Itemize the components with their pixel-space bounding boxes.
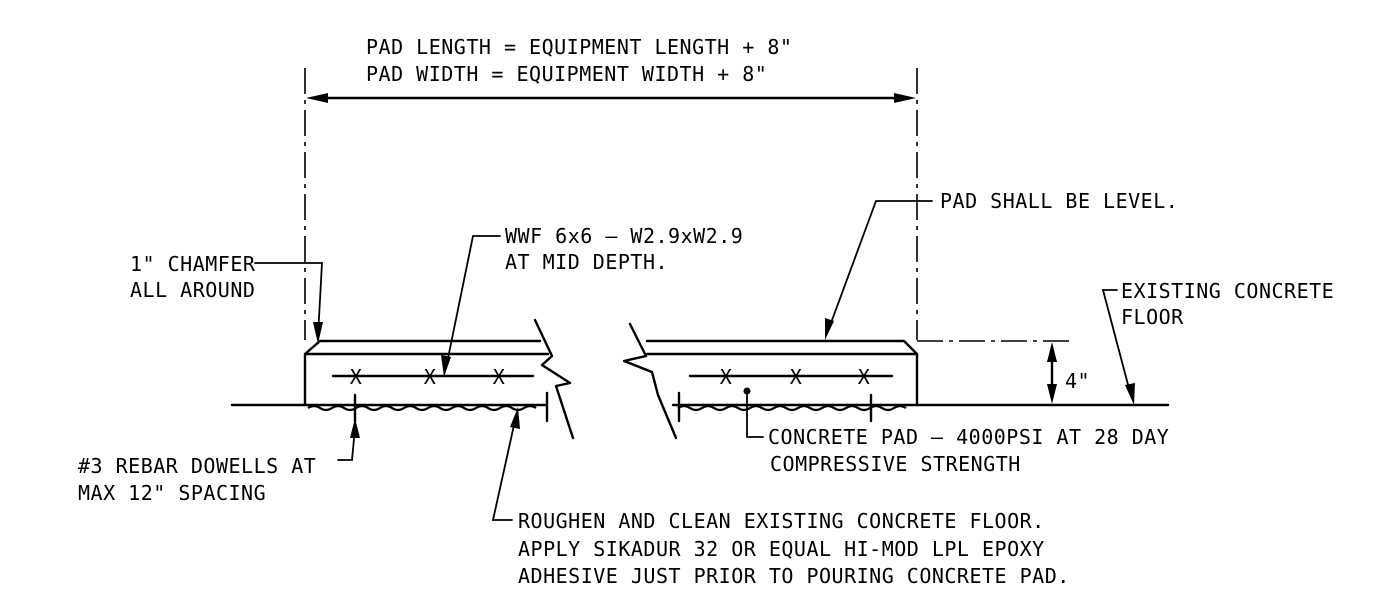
pad-level-note: PAD SHALL BE LEVEL. [940,189,1178,213]
concrete-note-line2: COMPRESSIVE STRENGTH [770,452,1021,476]
wwf-leader [445,235,501,369]
chamfer-leader [254,262,323,337]
pad-level-arrow [825,318,834,340]
roughen-note-line2: APPLY SIKADUR 32 OR EQUAL HI-MOD LPL EPO… [518,537,1045,561]
pad-right-outline [645,339,919,407]
existing-floor-note-line1: EXISTING CONCRETE [1121,279,1334,303]
roughen-leader [491,415,517,521]
rough-interface-right [677,404,907,412]
wwf-note-line2: AT MID DEPTH. [505,250,668,274]
wire-mark-6: X [858,365,871,389]
pad-length-note: PAD LENGTH = EQUIPMENT LENGTH + 8" [366,35,792,59]
existing-floor-arrow [1125,383,1135,405]
concrete-pad-marker [743,387,751,395]
chamfer-note-line1: 1" CHAMFER [130,252,256,276]
rebar-note-line1: #3 REBAR DOWELLS AT [78,454,316,478]
pad-left-outline [303,339,542,407]
wire-mark-1: X [350,365,363,389]
roughen-note-line3: ADHESIVE JUST PRIOR TO POURING CONCRETE … [518,564,1070,588]
wwf-note-line1: WWF 6x6 – W2.9xW2.9 [505,224,743,248]
wire-mark-2: X [424,365,437,389]
rebar-leader [337,427,356,461]
dimension-arrow-left [306,93,328,103]
wire-mark-4: X [720,365,733,389]
concrete-note-line1: CONCRETE PAD – 4000PSI AT 28 DAY [768,425,1169,449]
wire-mark-3: X [493,365,506,389]
existing-floor-leader [1101,289,1132,397]
roughen-arrow [510,407,520,429]
roughen-note-line1: ROUGHEN AND CLEAN EXISTING CONCRETE FLOO… [518,509,1045,533]
pad-width-note: PAD WIDTH = EQUIPMENT WIDTH + 8" [366,62,767,86]
thickness-arrow-bottom [1047,384,1057,404]
break-line-right [622,322,678,440]
wire-mark-5: X [790,365,803,389]
thickness-label: 4" [1065,369,1090,393]
chamfer-note-line2: ALL AROUND [130,278,255,302]
wwf-arrow [441,355,451,377]
rebar-note-line2: MAX 12" SPACING [78,481,266,505]
existing-floor-note-line2: FLOOR [1121,305,1184,329]
concrete-pad-leader [746,394,764,438]
dimension-arrow-right [894,93,916,103]
rough-interface-left [307,404,537,412]
thickness-arrow-top [1047,342,1057,362]
rebar-arrow [350,418,360,438]
break-line-left [533,318,575,440]
chamfer-arrow [313,322,323,344]
pad-level-leader [827,200,933,332]
